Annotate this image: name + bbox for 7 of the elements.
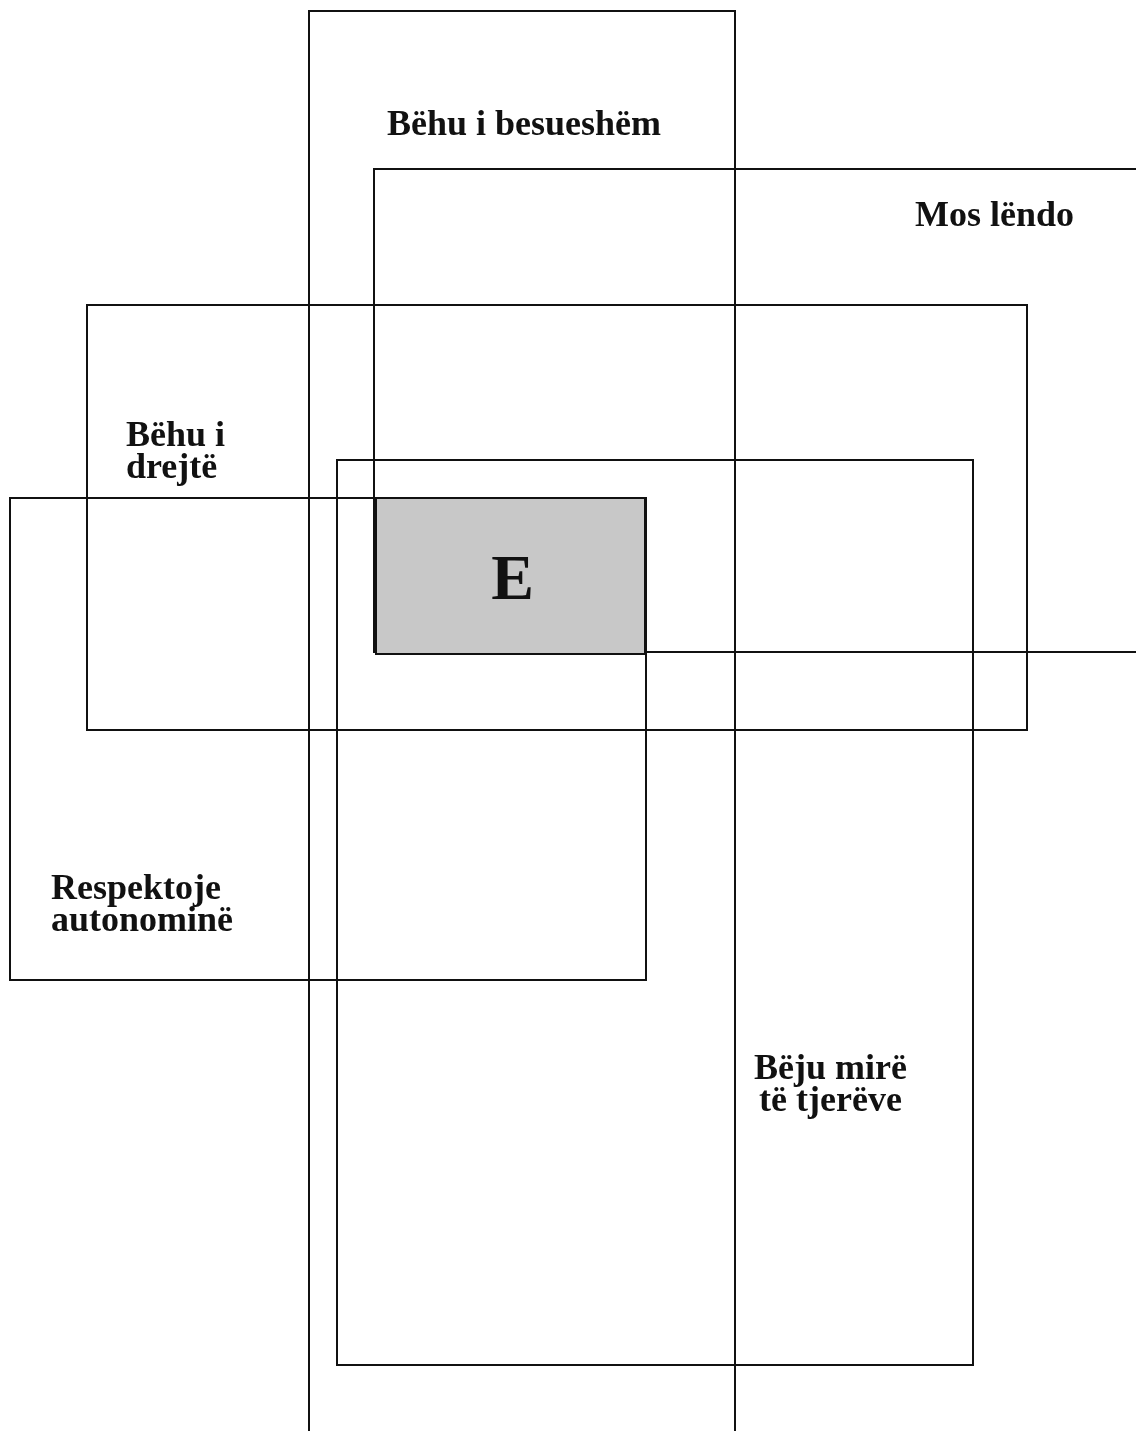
principle-box — [336, 459, 974, 1366]
principle-label: Respektoje autonominë — [51, 871, 235, 936]
center-letter: E — [490, 549, 535, 607]
principle-box — [86, 304, 1028, 731]
principle-label: Mos lëndo — [915, 198, 1075, 231]
center-box — [375, 497, 646, 655]
principle-label: Bëhu i besueshëm — [385, 107, 662, 140]
